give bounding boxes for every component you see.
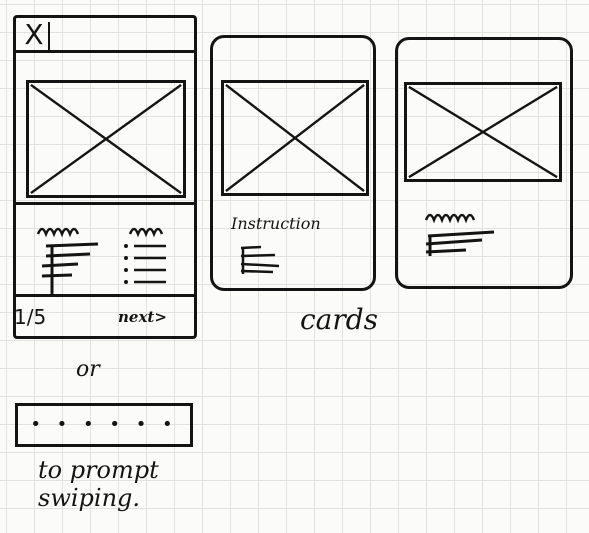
header-divider: [16, 50, 194, 53]
prompt-swiping-label: to prompt swiping.: [38, 456, 159, 512]
image-placeholder-icon: [221, 80, 369, 196]
walkthrough-card-2[interactable]: Instruction: [210, 35, 376, 291]
instruction-heading: Instruction: [231, 214, 321, 233]
bullet-list-icon: [124, 244, 166, 284]
close-icon[interactable]: X: [18, 20, 50, 50]
footer-divider: [16, 294, 194, 297]
image-placeholder-icon: [404, 82, 562, 182]
text-lines-icon: [425, 230, 495, 256]
walkthrough-card-1[interactable]: X: [13, 15, 197, 339]
walkthrough-card-3[interactable]: [395, 37, 573, 289]
or-label: or: [76, 357, 100, 382]
page-indicator: 1/5: [14, 305, 47, 329]
text-lines-icon: [41, 242, 99, 294]
heading-squiggle: [36, 227, 80, 238]
dots: • • • • • •: [30, 414, 178, 435]
image-divider: [16, 202, 194, 205]
heading-squiggle: [424, 213, 476, 224]
next-button[interactable]: next>: [118, 308, 167, 326]
page-dots-indicator[interactable]: • • • • • •: [15, 403, 193, 447]
image-placeholder-icon: [26, 80, 186, 198]
text-lines-icon: [240, 245, 280, 274]
cards-label: cards: [300, 303, 379, 336]
heading-squiggle: [128, 227, 164, 238]
